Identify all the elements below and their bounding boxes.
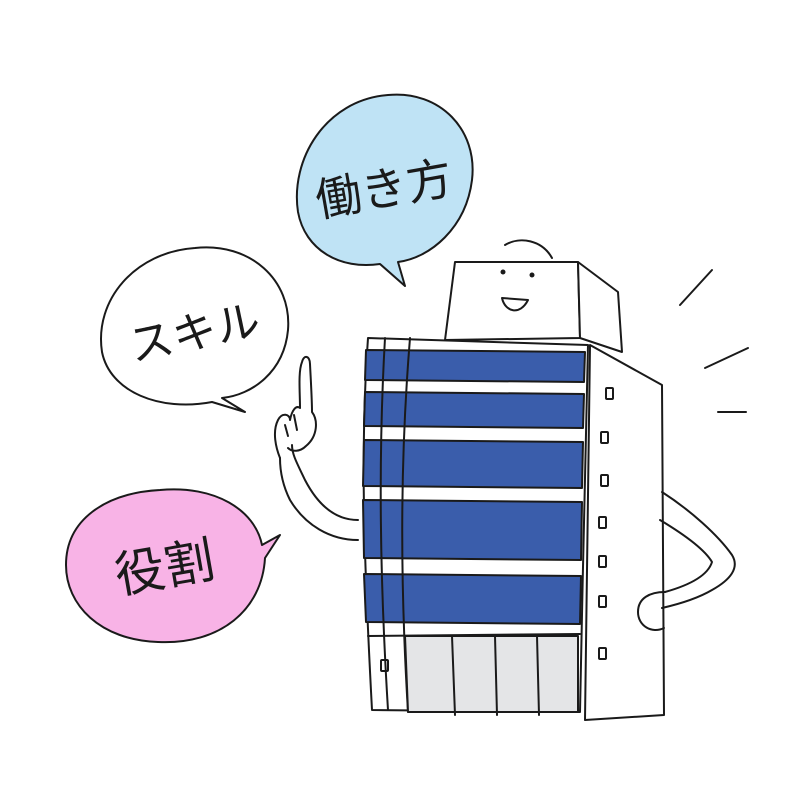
building-left-arm: [291, 444, 359, 521]
building-side-tower: [584, 344, 665, 721]
side-window: [598, 647, 607, 660]
ground-floor-divider-2: [494, 635, 498, 716]
speech-bubble-pink-shape: [65, 488, 281, 644]
building-smile: [501, 297, 529, 312]
building-right-arm: [661, 491, 736, 609]
ground-floor-divider-3: [536, 635, 540, 716]
building-hair-curl: [504, 239, 553, 259]
building-facade: [362, 349, 586, 625]
ground-floor-top-line: [367, 633, 581, 637]
hand-finger-line-1: [284, 424, 289, 437]
building-left-window: [380, 659, 389, 672]
action-line-1: [679, 269, 713, 306]
side-window: [598, 595, 607, 608]
side-window: [598, 516, 607, 529]
speech-bubble-pink: 役割: [65, 488, 281, 644]
side-window: [598, 555, 607, 568]
speech-bubble-white: スキル: [100, 246, 290, 413]
side-window: [605, 387, 614, 400]
side-window: [600, 474, 609, 487]
facade-band-4: [362, 499, 583, 561]
facade-vertical-line-1: [379, 337, 389, 711]
facade-band-5: [363, 573, 582, 625]
building-right-arm-inner: [659, 519, 713, 593]
building-left-arm-inner: [279, 457, 359, 541]
speech-bubble-blue-shape: [295, 93, 474, 287]
building-right-fist: [637, 591, 666, 631]
building-right-eye: [529, 272, 535, 278]
building-left-eye: [500, 269, 506, 275]
building-ground-floor: [404, 635, 579, 713]
building-pointing-hand: [273, 356, 317, 459]
action-line-2: [704, 347, 749, 369]
speech-bubble-blue: 働き方: [295, 93, 474, 287]
building-head-side: [577, 261, 623, 353]
facade-band-2: [363, 391, 585, 429]
facade-band-1: [364, 349, 586, 383]
ground-floor-divider-1: [451, 635, 456, 716]
side-window: [600, 431, 609, 444]
side-tower-windows: [598, 387, 614, 660]
speech-bubble-white-shape: [100, 246, 290, 413]
facade-band-3: [362, 439, 584, 489]
building-character: [273, 239, 749, 721]
hand-finger-line-2: [293, 414, 298, 431]
